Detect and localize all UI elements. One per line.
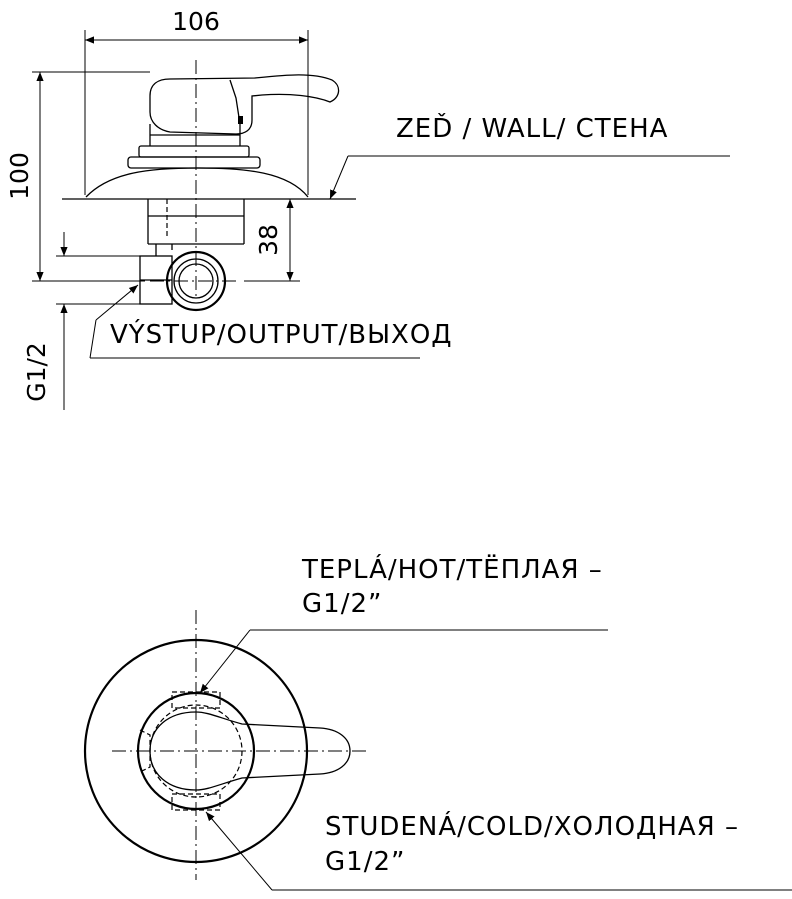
hot-label-line2: G1/2” (302, 589, 382, 619)
dimension-height: 100 (5, 71, 150, 282)
dimension-depth: 38 (244, 199, 300, 282)
hot-label-line1: TEPLÁ/HOT/ТЁПЛАЯ – (301, 553, 603, 585)
rosette-circle (83, 638, 309, 864)
dimension-width-label: 106 (172, 7, 220, 36)
dimension-thread: G1/2 (22, 232, 140, 410)
dimension-height-label: 100 (5, 152, 34, 200)
output-connector (139, 250, 236, 312)
top-view: TEPLÁ/HOT/ТЁПЛАЯ – G1/2” STUDENÁ/COLD/ХО… (83, 553, 792, 891)
dimension-width: 106 (84, 7, 309, 195)
side-view: 106 100 ZEĎ / WALL/ СТЕНА (5, 7, 730, 410)
lever-top-view (149, 711, 351, 791)
wall-line: ZEĎ / WALL/ СТЕНА (62, 112, 730, 200)
hot-inlet-callout: TEPLÁ/HOT/ТЁПЛАЯ – G1/2” (199, 553, 608, 694)
wall-label: ZEĎ / WALL/ СТЕНА (396, 112, 668, 144)
cold-inlet-callout: STUDENÁ/COLD/ХОЛОДНАЯ – G1/2” (205, 810, 792, 891)
lever-handle (149, 74, 340, 135)
cartridge-circle (136, 691, 256, 811)
dimension-thread-label: G1/2 (22, 342, 51, 402)
cartridge-nut (127, 124, 261, 169)
dimension-depth-label: 38 (254, 224, 283, 256)
escutcheon-rosette (85, 167, 309, 198)
output-label: VÝSTUP/OUTPUT/ВЫХОД (110, 318, 453, 350)
cold-label-line2: G1/2” (325, 847, 405, 877)
valve-body (147, 60, 245, 300)
cold-label-line1: STUDENÁ/COLD/ХОЛОДНАЯ – (325, 810, 739, 842)
output-leader: VÝSTUP/OUTPUT/ВЫХОД (89, 284, 453, 359)
